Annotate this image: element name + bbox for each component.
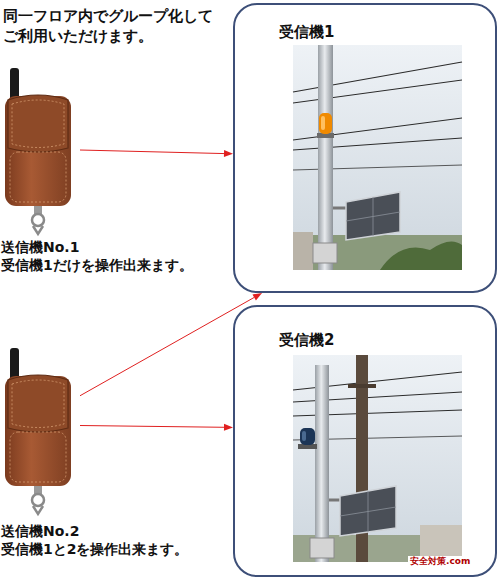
signal-arrow [80,424,233,431]
receiver-photo-1 [293,45,462,270]
transmitter-note: 受信機1と2を操作出来ます。 [1,540,241,558]
receiver-photo-2 [293,355,462,562]
arrow-line [80,426,224,428]
arrow-line [80,297,254,395]
transmitter-picture-2 [5,348,71,514]
arrow-head [224,150,233,157]
receiver-heading: 受信機1 [279,23,334,41]
signal-arrow [80,150,233,157]
arrow-head [224,424,233,431]
receiver-box: 受信機1 [233,3,497,293]
transmitter-node: 送信機No.1受信機1だけを操作出来ます。 [2,65,80,235]
arrow-head [252,293,262,300]
receiver-box: 受信機2 [233,305,497,577]
transmitter-note: 受信機1だけを操作出来ます。 [1,256,241,274]
transmitter-picture-1 [5,68,71,234]
transmitter-node: 送信機No.2受信機1と2を操作出来ます。 [2,345,80,520]
arrow-line [80,150,224,154]
transmitter-name: 送信機No.2 [1,522,241,540]
watermark: 安全対策.com [408,556,472,567]
page-title: 同一フロア内でグループ化して ご利用いただけます。 [3,6,225,46]
receiver-heading: 受信機2 [279,331,334,349]
transmitter-name: 送信機No.1 [1,238,241,256]
